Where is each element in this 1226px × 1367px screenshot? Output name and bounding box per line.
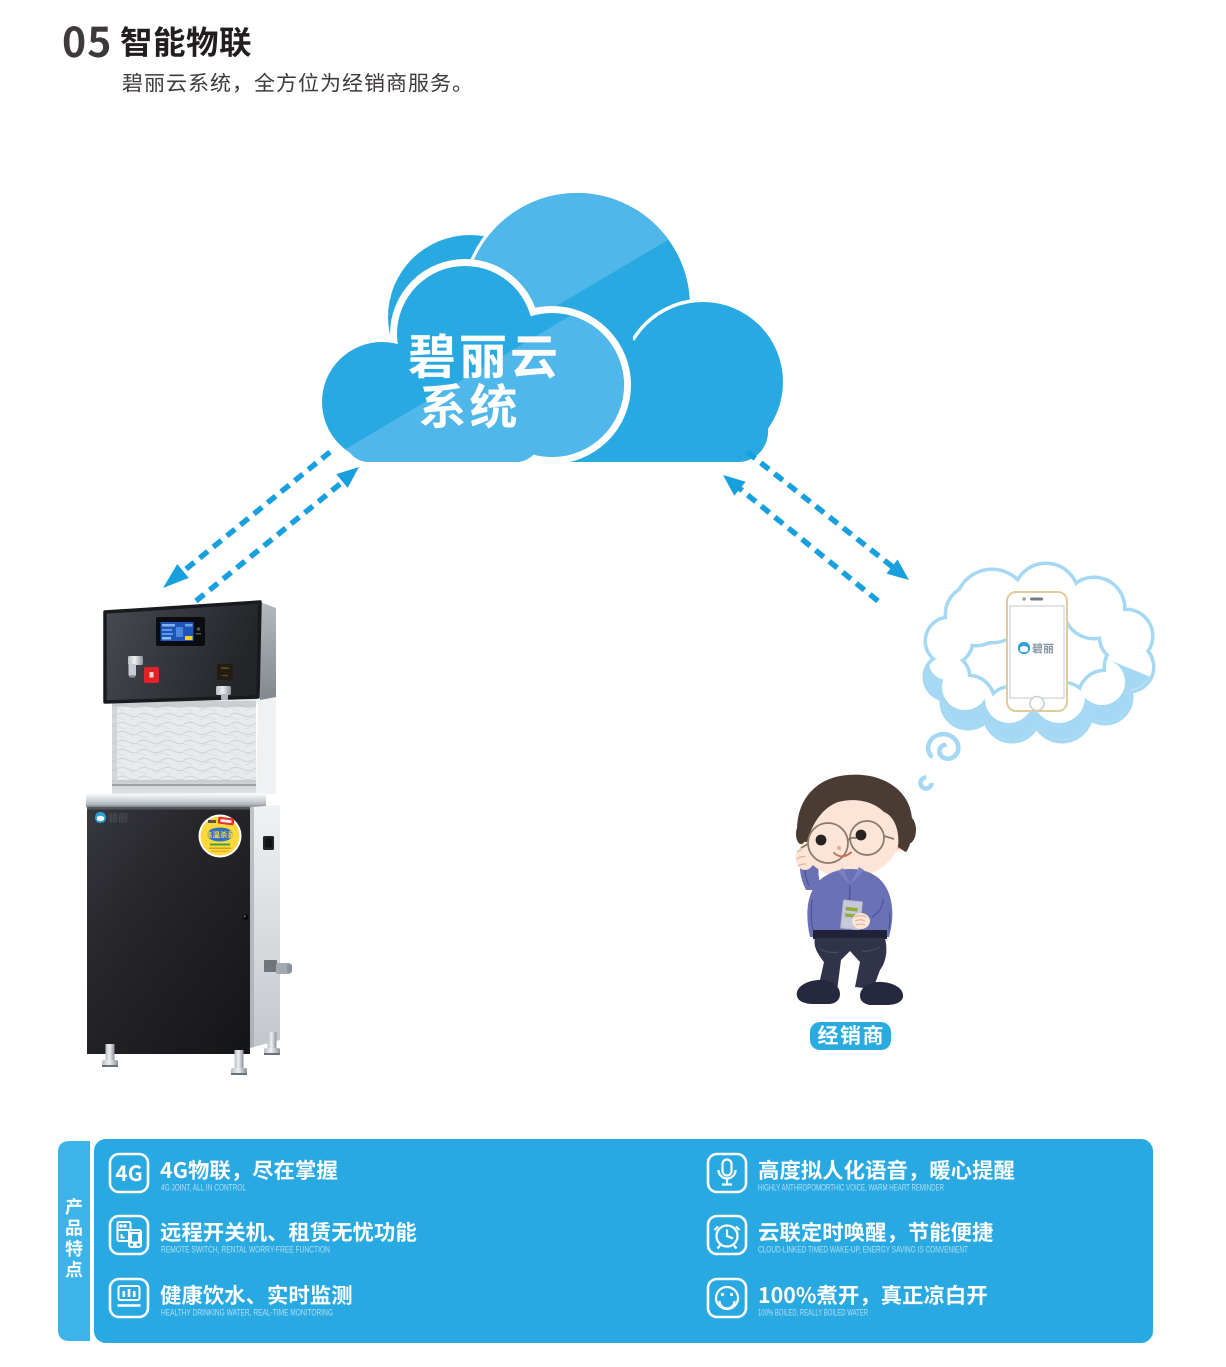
svg-text:REMOTE SWITCH, RENTAL WORRY-FR: REMOTE SWITCH, RENTAL WORRY-FREE FUNCTIO… [161,1245,330,1256]
svg-text:HIGHLY ANTHROPOMORTHIC VOICE,: HIGHLY ANTHROPOMORTHIC VOICE, WARM HEART… [758,1183,944,1194]
svg-text:CLOUD-LINKED TIMED WAKE-UP, EN: CLOUD-LINKED TIMED WAKE-UP, ENERGY SAVIN… [758,1245,968,1256]
svg-text:4G JOINT, ALL IN CONTROL: 4G JOINT, ALL IN CONTROL [161,1183,246,1194]
svg-text:HEALTHY DRINKING WATER, REAL-T: HEALTHY DRINKING WATER, REAL-TIME MONITO… [161,1308,333,1319]
svg-text:100% BOILED, REALLY BOILED WAT: 100% BOILED, REALLY BOILED WATER [758,1308,868,1319]
